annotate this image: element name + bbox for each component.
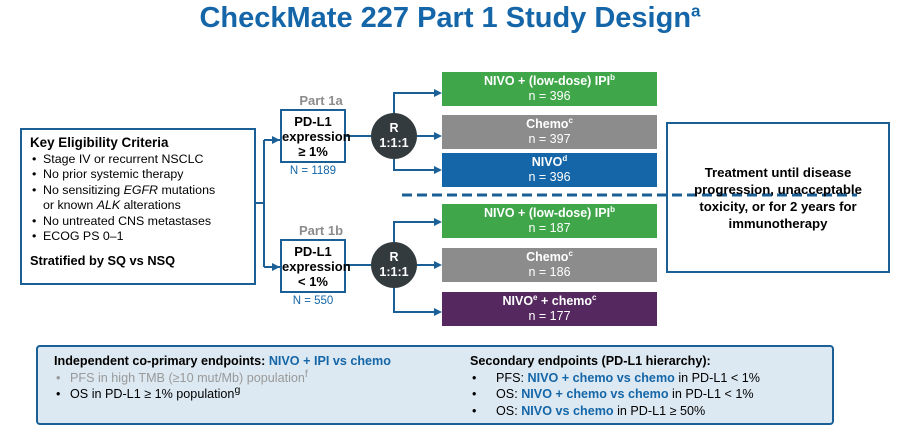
arm-chemo-1a: Chemoc n = 397	[442, 115, 657, 149]
randomization-circle-1a: R 1:1:1	[371, 113, 417, 159]
eligibility-item: No sensitizing EGFR mutations	[32, 183, 246, 199]
part1b-pdl1-box: PD-L1 expression < 1%	[280, 239, 351, 293]
part1a-pdl1-box: PD-L1 expression ≥ 1%	[280, 109, 351, 163]
part1a-line3: ≥ 1%	[298, 144, 328, 159]
eligibility-heading: Key Eligibility Criteria	[30, 135, 169, 150]
part1a-line1: PD-L1	[294, 114, 332, 129]
part1b-line1: PD-L1	[294, 244, 332, 259]
eligibility-box: Key Eligibility Criteria Stage IV or rec…	[20, 128, 256, 285]
arm-nivo-1a: NIVOd n = 396	[442, 153, 657, 187]
arm-nivo-chemo-1b: NIVOe + chemoc n = 177	[442, 292, 657, 326]
secondary-endpoint-item: OS: NIVO + chemo vs chemo in PD-L1 < 1%	[470, 386, 760, 403]
treatment-line: progression, unacceptable	[694, 182, 862, 197]
r-label: R	[389, 250, 399, 264]
part1a-label: Part 1a	[299, 93, 343, 108]
ratio-label: 1:1:1	[379, 265, 409, 279]
secondary-endpoint-item: PFS: NIVO + chemo vs chemo in PD-L1 < 1%	[470, 370, 760, 387]
secondary-endpoints: Secondary endpoints (PD-L1 hierarchy): P…	[470, 353, 760, 419]
primary-heading: Independent co-primary endpoints: NIVO +…	[54, 354, 391, 368]
eligibility-list: Stage IV or recurrent NSCLC No prior sys…	[30, 152, 246, 245]
stratification-note: Stratified by SQ vs NSQ	[30, 252, 176, 268]
treatment-duration-box: Treatment until disease progression, una…	[666, 122, 890, 273]
eligibility-item: ECOG PS 0–1	[32, 229, 246, 245]
treatment-line: Treatment until disease	[704, 165, 852, 180]
eligibility-item: Stage IV or recurrent NSCLC	[32, 152, 246, 168]
part1b-n: N = 550	[292, 295, 334, 307]
eligibility-item: No prior systemic therapy	[32, 167, 246, 183]
part1a-n: N = 1189	[289, 165, 337, 177]
eligibility-item: No untreated CNS metastases	[32, 214, 246, 230]
arm-nivo-ipi-1a: NIVO + (low-dose) IPIb n = 396	[442, 72, 657, 106]
endpoints-panel: Independent co-primary endpoints: NIVO +…	[36, 345, 834, 425]
arm-chemo-1b: Chemoc n = 186	[442, 248, 657, 282]
primary-endpoint-item: OS in PD-L1 ≥ 1% populationg	[54, 385, 391, 403]
arm-nivo-ipi-1b: NIVO + (low-dose) IPIb n = 187	[442, 204, 657, 238]
page-title: CheckMate 227 Part 1 Study Designa	[199, 1, 701, 34]
ratio-label: 1:1:1	[379, 136, 409, 150]
eligibility-item-cont: or known ALK alterations	[43, 198, 181, 212]
treatment-line: toxicity, or for 2 years for	[699, 199, 857, 214]
treatment-line: immunotherapy	[728, 216, 828, 231]
primary-endpoint-item: PFS in high TMB (≥10 mut/Mb) populationf	[54, 368, 391, 387]
secondary-endpoint-item: OS: NIVO vs chemo in PD-L1 ≥ 50%	[470, 403, 760, 420]
part1b-line3: < 1%	[298, 274, 328, 289]
r-label: R	[389, 121, 399, 135]
part1a-line2: expression	[282, 129, 351, 144]
primary-endpoints: Independent co-primary endpoints: NIVO +…	[54, 353, 391, 403]
randomization-circle-1b: R 1:1:1	[371, 242, 417, 288]
part1b-line2: expression	[282, 259, 351, 274]
secondary-heading: Secondary endpoints (PD-L1 hierarchy):	[470, 354, 711, 368]
part1b-label: Part 1b	[298, 223, 344, 238]
